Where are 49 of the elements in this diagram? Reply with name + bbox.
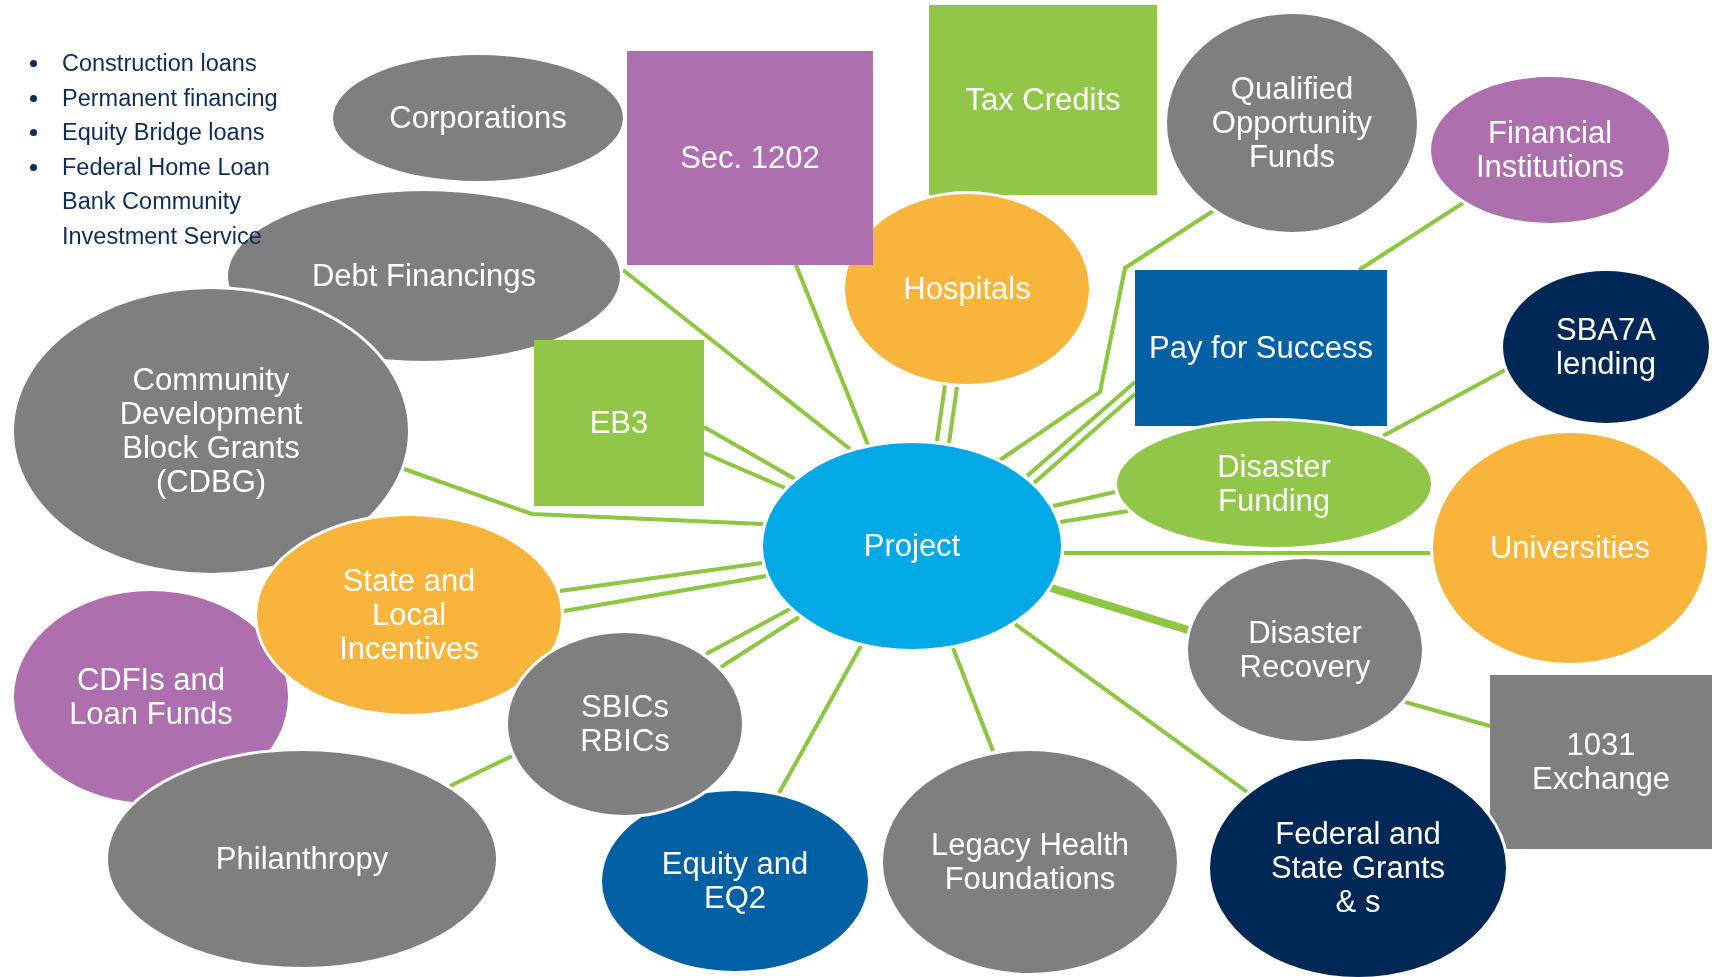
node-label: Qualified Opportunity Funds [1210,71,1374,175]
node-label: CDFIs and Loan Funds [68,662,234,732]
bullet-text: Equity Bridge loans [62,118,265,147]
connector-line [703,425,796,481]
square-node [929,5,1157,195]
node-label: Disaster Funding [1216,449,1332,519]
node-label: EB3 [589,405,649,441]
connector-line [1064,551,1430,555]
node-label: Debt Financings [312,258,536,294]
node-label: Project [863,528,961,564]
connector-line [1059,509,1129,524]
connector-line [449,754,513,788]
connector-line [563,574,767,613]
connector-line [1013,622,1249,794]
node-label: Hospitals [903,271,1031,307]
node-label: Disaster Recovery [1238,615,1372,685]
connector-line [705,607,791,656]
square-node [1490,675,1712,849]
connector-line [559,561,763,593]
square-node [627,51,873,265]
node-label: Community Development Block Grants (CDBG) [118,362,304,500]
node-label: 1031 Exchange [1531,727,1671,797]
node-label: Philanthropy [215,841,389,877]
bullet-text: Permanent financing [62,83,278,113]
node-label: Federal and State Grants & s [1270,816,1446,920]
node-label: Universities [1489,530,1651,566]
node-label: Pay for Success [1149,330,1373,366]
connector-line [794,264,870,446]
node-label: Sec. 1202 [680,140,820,176]
square-node [534,340,704,506]
bullet-text: Construction loans [62,49,257,78]
node-label: State and Local Incentives [338,563,480,667]
connector-line [1382,368,1506,438]
node-label: Corporations [389,100,567,136]
node-label: Legacy Health Foundations [929,827,1131,897]
connector-line [703,451,786,490]
node-label: SBA7A lending [1555,312,1657,382]
node-label: Equity and EQ2 [660,846,810,916]
node-label: Financial Institutions [1474,115,1626,185]
bullet-text: Federal Home Loan Bank Community Investment Service [62,152,271,251]
connector-line [403,467,764,526]
square-node [1135,270,1387,426]
node-label: SBICs RBICs [579,689,671,759]
connector-line [621,268,852,451]
connector-line [1025,380,1137,478]
connector-line [1032,392,1137,485]
connector-line [777,645,863,794]
node-label: Tax Credits [965,82,1121,118]
connector-line [1357,201,1465,272]
